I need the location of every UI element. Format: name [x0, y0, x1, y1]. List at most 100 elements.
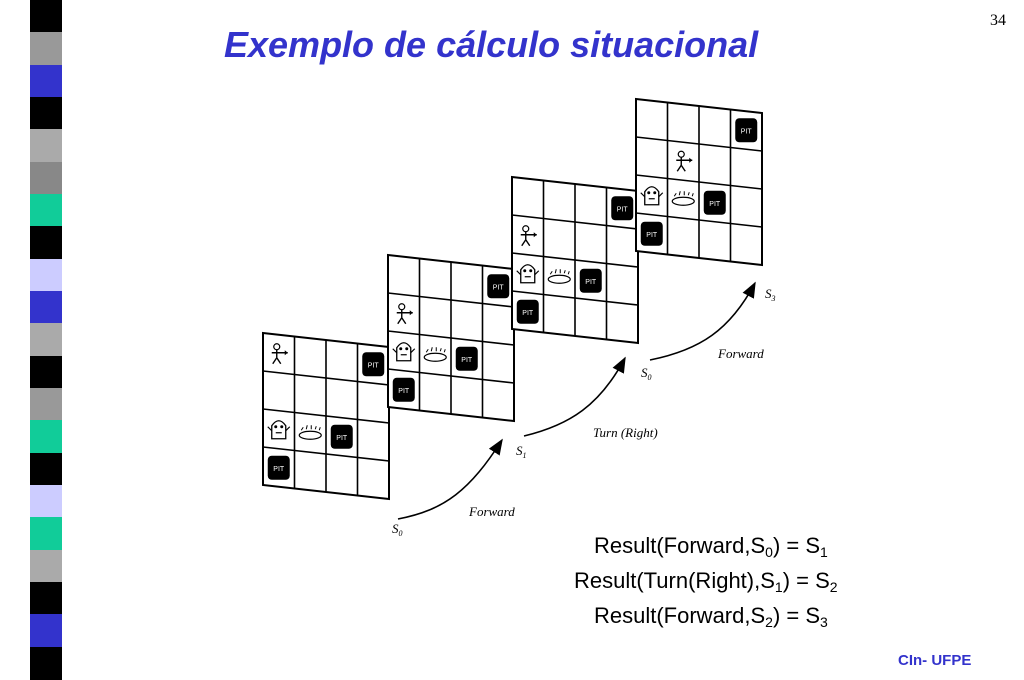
stripe-segment	[30, 388, 62, 422]
page-number: 34	[990, 12, 1006, 29]
agent-leg	[272, 357, 278, 365]
pit-block	[455, 346, 478, 371]
stripe-segment	[30, 582, 62, 616]
pit-label: PIT	[398, 388, 410, 395]
state-label-2: S1	[516, 443, 527, 460]
gold-glitter	[300, 425, 321, 431]
grid-line	[262, 446, 390, 462]
agent-arrowhead	[284, 350, 288, 356]
pit-cell: PIT	[362, 352, 385, 377]
stripe-segment	[30, 517, 62, 551]
stripe-segment	[30, 646, 62, 680]
gold-pile	[423, 352, 447, 362]
wumpus-icon	[516, 264, 540, 284]
footer-label: CIn- UFPE	[898, 652, 972, 669]
pit-label: PIT	[461, 357, 473, 364]
stripe-segment	[30, 420, 62, 454]
world-board: PIT PIT PIT	[635, 97, 763, 267]
pit-cell: PIT	[487, 274, 510, 299]
agent-head	[398, 303, 406, 311]
wumpus-body	[396, 342, 412, 362]
grid-line	[511, 252, 639, 268]
stripe-segment	[30, 485, 62, 519]
wumpus-icon	[267, 420, 291, 440]
pit-label: PIT	[646, 232, 658, 239]
stripe-segment	[30, 355, 62, 389]
gold-icon	[423, 347, 447, 362]
agent-arrowhead	[533, 232, 537, 238]
agent-leg	[397, 317, 403, 325]
wumpus-arm	[658, 192, 664, 198]
pit-block	[579, 268, 602, 293]
wumpus-eye	[405, 347, 409, 351]
slide-title: Exemplo de cálculo situacional	[224, 24, 759, 65]
wumpus-eye	[399, 347, 403, 351]
wumpus-icon	[392, 342, 416, 362]
equation-1: Result(Forward,S0) = S1	[594, 533, 828, 560]
gold-icon	[671, 191, 695, 206]
grid-line	[635, 212, 763, 228]
agent-leg	[276, 357, 282, 365]
stripe-segment	[30, 258, 62, 292]
agent-arrowhead	[409, 310, 413, 316]
agent-icon	[271, 343, 288, 365]
grid-line	[387, 330, 515, 346]
world-board: PIT PIT PIT	[511, 175, 639, 345]
agent-icon	[396, 303, 413, 325]
wumpus-arm	[267, 426, 273, 432]
pit-cell: PIT	[735, 118, 758, 143]
agent-leg	[680, 164, 686, 172]
agent-leg	[525, 239, 531, 247]
pit-block	[487, 274, 510, 299]
pit-block	[330, 424, 353, 449]
wumpus-eye	[653, 191, 657, 195]
pit-cell: PIT	[579, 268, 602, 293]
world-board: PIT PIT PIT	[387, 253, 515, 423]
wumpus-body	[520, 264, 536, 284]
pit-cell: PIT	[516, 299, 539, 324]
pit-label: PIT	[741, 128, 753, 135]
pit-cell: PIT	[267, 455, 290, 480]
grid-line	[511, 290, 639, 306]
action-label-2: Turn (Right)	[593, 425, 658, 440]
agent-leg	[401, 317, 407, 325]
stripe-segment	[30, 614, 62, 648]
stripe-segment	[30, 452, 62, 486]
gold-glitter	[425, 347, 446, 353]
gold-glitter	[549, 269, 570, 275]
agent-head	[677, 150, 685, 158]
stripe-segment	[30, 226, 62, 260]
diagram-labels: Forward Turn (Right) Forward S0 S1 S0 S3	[392, 286, 776, 538]
pit-block	[735, 118, 758, 143]
grid-line	[635, 174, 763, 190]
agent-icon	[520, 225, 537, 247]
wumpus-eye	[647, 191, 651, 195]
stripe-segment	[30, 0, 62, 34]
state-label-3: S0	[641, 365, 652, 382]
stripe-segment	[30, 323, 62, 357]
gold-pile	[547, 274, 571, 284]
pit-cell: PIT	[640, 221, 663, 246]
agent-leg	[521, 239, 527, 247]
wumpus-eye	[523, 269, 527, 273]
agent-head	[522, 225, 530, 233]
state-label-1: S0	[392, 521, 403, 538]
gold-icon	[298, 425, 322, 440]
pit-block	[516, 299, 539, 324]
pit-block	[392, 377, 415, 402]
pit-label: PIT	[617, 206, 629, 213]
pit-label: PIT	[709, 201, 721, 208]
grid-line	[387, 368, 515, 384]
pit-block	[362, 352, 385, 377]
equation-3: Result(Forward,S2) = S3	[594, 603, 828, 630]
pit-cell: PIT	[392, 377, 415, 402]
wumpus-arm	[392, 348, 398, 354]
wumpus-body	[644, 186, 660, 206]
agent-icon	[676, 150, 693, 172]
wumpus-arm	[516, 270, 522, 276]
wumpus-eye	[274, 425, 278, 429]
transition-arrows	[397, 281, 756, 520]
wumpus-body	[271, 420, 287, 440]
